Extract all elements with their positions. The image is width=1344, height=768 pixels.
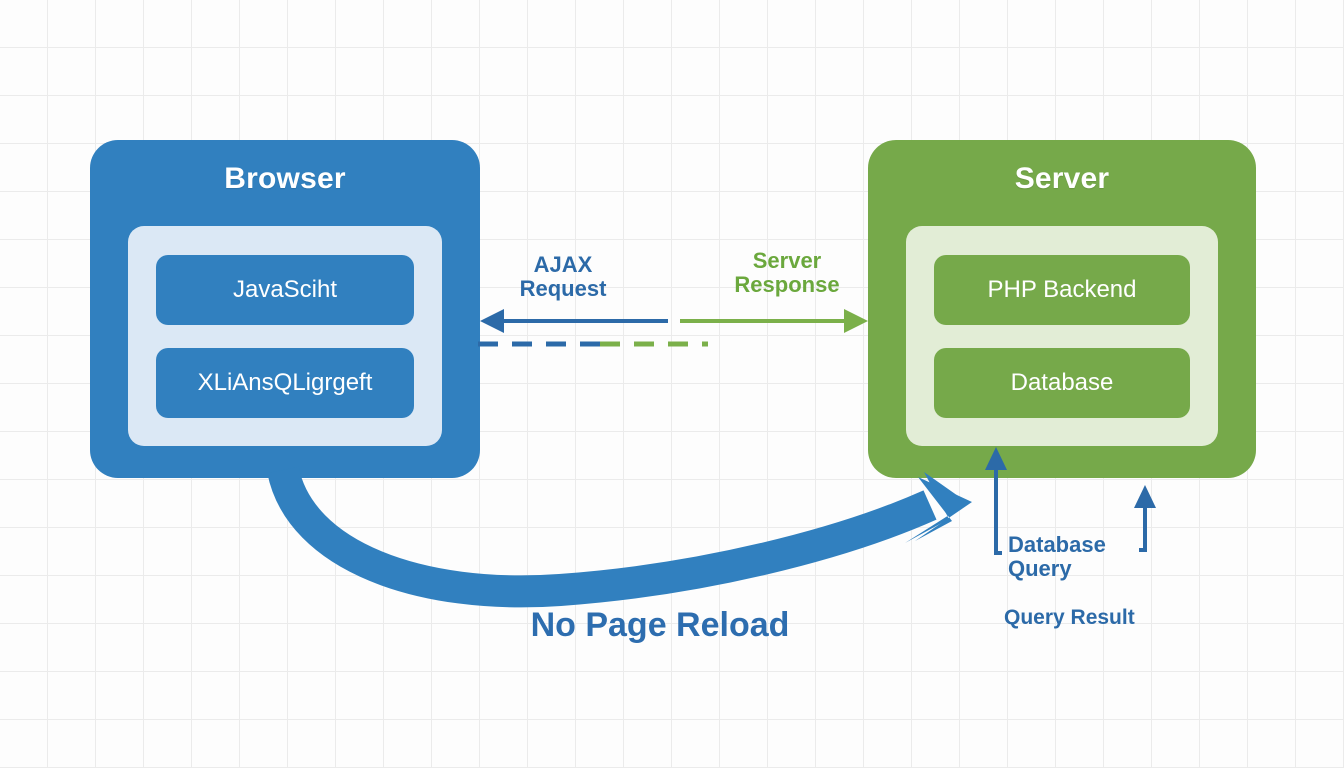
- browser-item-javascript[interactable]: JavaSciht: [156, 255, 414, 325]
- database-query-label: Database Query: [1008, 532, 1106, 581]
- browser-item-xmlhttprequest[interactable]: XLiAnsQLigrgeft: [156, 348, 414, 418]
- browser-node-title: Browser: [224, 162, 346, 195]
- server-inner-panel: PHP Backend Database: [906, 226, 1218, 446]
- server-item-php-backend[interactable]: PHP Backend: [934, 255, 1190, 325]
- server-response-label: Server Response: [734, 248, 840, 297]
- server-node[interactable]: Server PHP Backend Database: [868, 140, 1256, 478]
- browser-inner-panel: JavaSciht XLiAnsQLigrgeft: [128, 226, 442, 446]
- browser-node[interactable]: Browser JavaSciht XLiAnsQLigrgeft: [90, 140, 480, 478]
- query-result-label: Query Result: [1004, 606, 1135, 629]
- ajax-request-arrow: [480, 309, 668, 333]
- no-page-reload-label: No Page Reload: [530, 606, 790, 644]
- server-node-title: Server: [1014, 162, 1110, 195]
- server-item-database[interactable]: Database: [934, 348, 1190, 418]
- no-page-reload-arrow: [267, 466, 972, 608]
- server-response-arrow: [680, 309, 868, 333]
- ajax-request-label: AJAX Request: [519, 252, 607, 301]
